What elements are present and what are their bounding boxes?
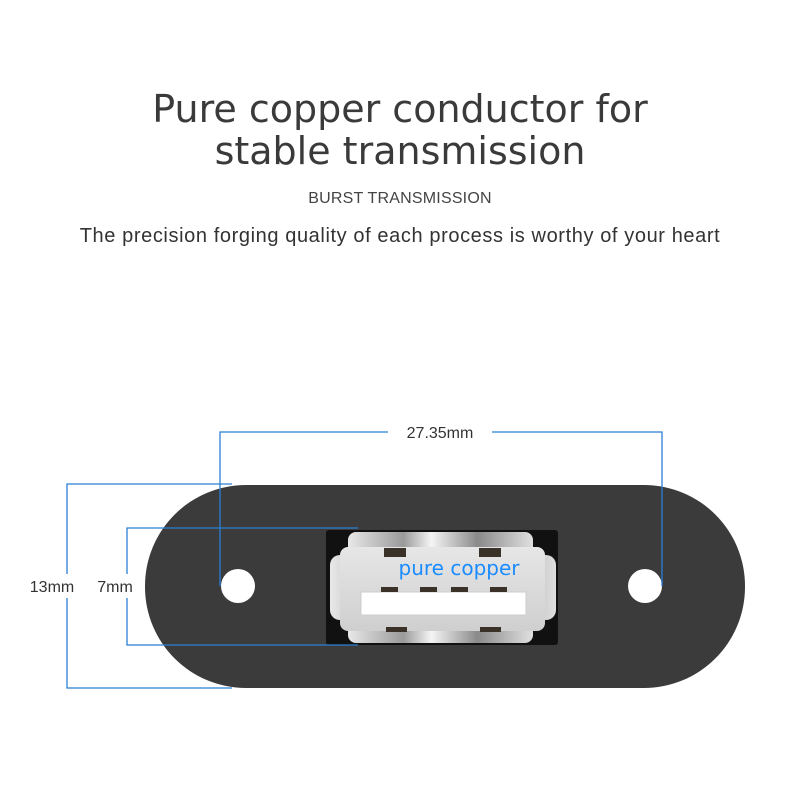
outer-height-label: 13mm	[30, 579, 74, 596]
page-title: Pure copper conductor for stable transmi…	[0, 88, 800, 172]
mount-hole-right	[628, 569, 662, 603]
title-line-1: Pure copper conductor for	[152, 87, 648, 131]
connector-label: pure copper	[399, 556, 521, 580]
description: The precision forging quality of each pr…	[79, 225, 721, 247]
inner-height-label: 7mm	[97, 579, 133, 596]
mount-hole-left	[221, 569, 255, 603]
width-dimension-label: 27.35mm	[407, 425, 474, 442]
title-line-2: stable transmission	[214, 129, 586, 173]
usb-connector	[330, 532, 556, 643]
subtitle: BURST TRANSMISSION	[308, 190, 492, 207]
